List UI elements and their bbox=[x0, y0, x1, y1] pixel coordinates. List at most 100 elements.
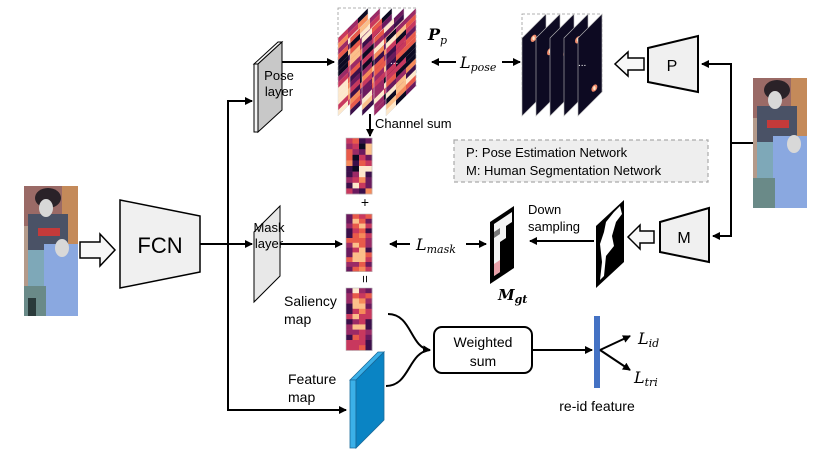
heatmap-cell bbox=[359, 238, 366, 244]
heatmap-cell bbox=[346, 218, 353, 224]
heatmap-cell bbox=[352, 160, 360, 167]
heatmap-cell bbox=[346, 319, 353, 325]
heatmap-cell bbox=[359, 218, 366, 224]
heatmap-cell bbox=[359, 242, 366, 248]
arrow-image-to-m bbox=[712, 143, 732, 240]
heatmap-cell bbox=[346, 252, 353, 258]
heatmap-cell bbox=[365, 334, 373, 341]
heatmap-cell bbox=[346, 177, 353, 184]
heatmap-cell bbox=[359, 257, 366, 263]
heatmap-cell bbox=[359, 214, 366, 220]
feature-map-block bbox=[349, 351, 385, 449]
heatmap-cell bbox=[352, 228, 360, 234]
svg-text:sum: sum bbox=[470, 353, 496, 369]
heatmap-cell bbox=[365, 188, 373, 195]
heatmap-cell bbox=[352, 138, 360, 144]
hollow-arrow-icon bbox=[626, 223, 655, 251]
heatmap-cell bbox=[352, 143, 360, 150]
pose-network-block: P bbox=[647, 34, 699, 94]
feature-map-label-2: map bbox=[288, 389, 315, 405]
ellipsis: ... bbox=[578, 58, 586, 69]
heatmap-cell bbox=[346, 262, 353, 268]
heatmap-cell bbox=[352, 340, 360, 346]
blurred-face bbox=[55, 239, 69, 257]
segmentation-mask bbox=[596, 200, 624, 288]
heatmap-cell bbox=[359, 223, 366, 229]
mask-layer-label-1: Mask bbox=[253, 220, 285, 235]
right-person-image bbox=[753, 78, 807, 208]
heatmap-cell bbox=[359, 154, 366, 161]
heatmap-cell bbox=[365, 324, 373, 330]
heatmap-cell bbox=[359, 340, 366, 346]
mask-heatmap bbox=[345, 213, 373, 272]
heatmap-cell bbox=[352, 334, 360, 341]
saliency-map-label-2: map bbox=[284, 311, 311, 327]
heatmap-cell bbox=[359, 247, 366, 253]
pose-network-label: P bbox=[667, 58, 678, 75]
heatmap-cell bbox=[352, 266, 360, 272]
pose-layer-label-2: layer bbox=[265, 84, 294, 99]
heatmap-cell bbox=[365, 218, 373, 224]
heatmap-cell bbox=[365, 242, 373, 248]
heatmap-cell bbox=[359, 303, 366, 310]
heatmap-cell bbox=[365, 182, 373, 189]
heatmap-slice bbox=[385, 7, 417, 117]
heatmap-cell bbox=[365, 329, 373, 336]
reid-feature-label: re-id feature bbox=[559, 398, 635, 414]
heatmap-cell bbox=[359, 182, 366, 189]
heatmap-cell bbox=[346, 242, 353, 248]
heatmap-cell bbox=[359, 138, 366, 144]
heatmap-cell bbox=[352, 223, 360, 229]
pose-maps-label: Pp bbox=[427, 25, 447, 47]
heatmap-cell bbox=[352, 288, 360, 294]
heatmap-cell bbox=[365, 319, 373, 325]
heatmap-cell bbox=[346, 188, 353, 195]
heatmap-cell bbox=[352, 314, 360, 320]
mask-loss-label: Lmask bbox=[415, 235, 456, 256]
heatmap-cell bbox=[346, 288, 353, 294]
heatmap-cell bbox=[346, 329, 353, 336]
heatmap-cell bbox=[359, 334, 366, 341]
heatmap-cell bbox=[346, 214, 353, 220]
down-sampling-label-1: Down bbox=[528, 202, 561, 217]
heatmap-cell bbox=[346, 334, 353, 341]
heatmap-cell bbox=[346, 247, 353, 253]
heatmap-cell bbox=[352, 166, 360, 172]
heatmap-cell bbox=[359, 324, 366, 330]
heatmap-cell bbox=[352, 298, 360, 304]
heatmap-cell bbox=[352, 303, 360, 310]
heatmap-cell bbox=[346, 233, 353, 239]
heatmap-cell bbox=[346, 228, 353, 234]
heatmap-cell bbox=[359, 252, 366, 258]
heatmap-cell bbox=[346, 314, 353, 320]
input-person-image bbox=[24, 186, 78, 316]
hollow-arrow-icon bbox=[79, 232, 117, 268]
heatmap-cell bbox=[352, 214, 360, 220]
heatmap-cell bbox=[352, 293, 360, 299]
heatmap-cell bbox=[359, 308, 366, 315]
heatmap-cell bbox=[365, 171, 373, 178]
ellipsis: ... bbox=[390, 56, 398, 67]
heatmap-cell bbox=[365, 252, 373, 258]
blurred-face bbox=[787, 135, 801, 153]
heatmap-cell bbox=[346, 182, 353, 189]
heatmap-cell bbox=[346, 138, 353, 144]
plus-sign: + bbox=[361, 194, 369, 210]
heatmap-cell bbox=[352, 188, 360, 195]
heatmap-cell bbox=[352, 329, 360, 336]
equals-sign: = bbox=[358, 275, 373, 283]
heatmap-cell bbox=[365, 166, 373, 172]
id-loss-label: Lid bbox=[637, 329, 659, 350]
heatmap-cell bbox=[352, 154, 360, 161]
heatmap-cell bbox=[359, 171, 366, 178]
heatmap-cell bbox=[346, 303, 353, 310]
saliency-heatmap bbox=[345, 287, 373, 351]
heatmap-cell bbox=[346, 143, 353, 150]
weighted-sum-block: Weighted sum bbox=[433, 326, 533, 374]
heatmap-cell bbox=[359, 149, 366, 156]
heatmap-cell bbox=[352, 308, 360, 315]
heatmap-cell bbox=[359, 177, 366, 184]
heatmap-cell bbox=[346, 308, 353, 315]
heatmap-cell bbox=[365, 149, 373, 156]
legend-line-1: P: Pose Estimation Network bbox=[466, 145, 628, 160]
